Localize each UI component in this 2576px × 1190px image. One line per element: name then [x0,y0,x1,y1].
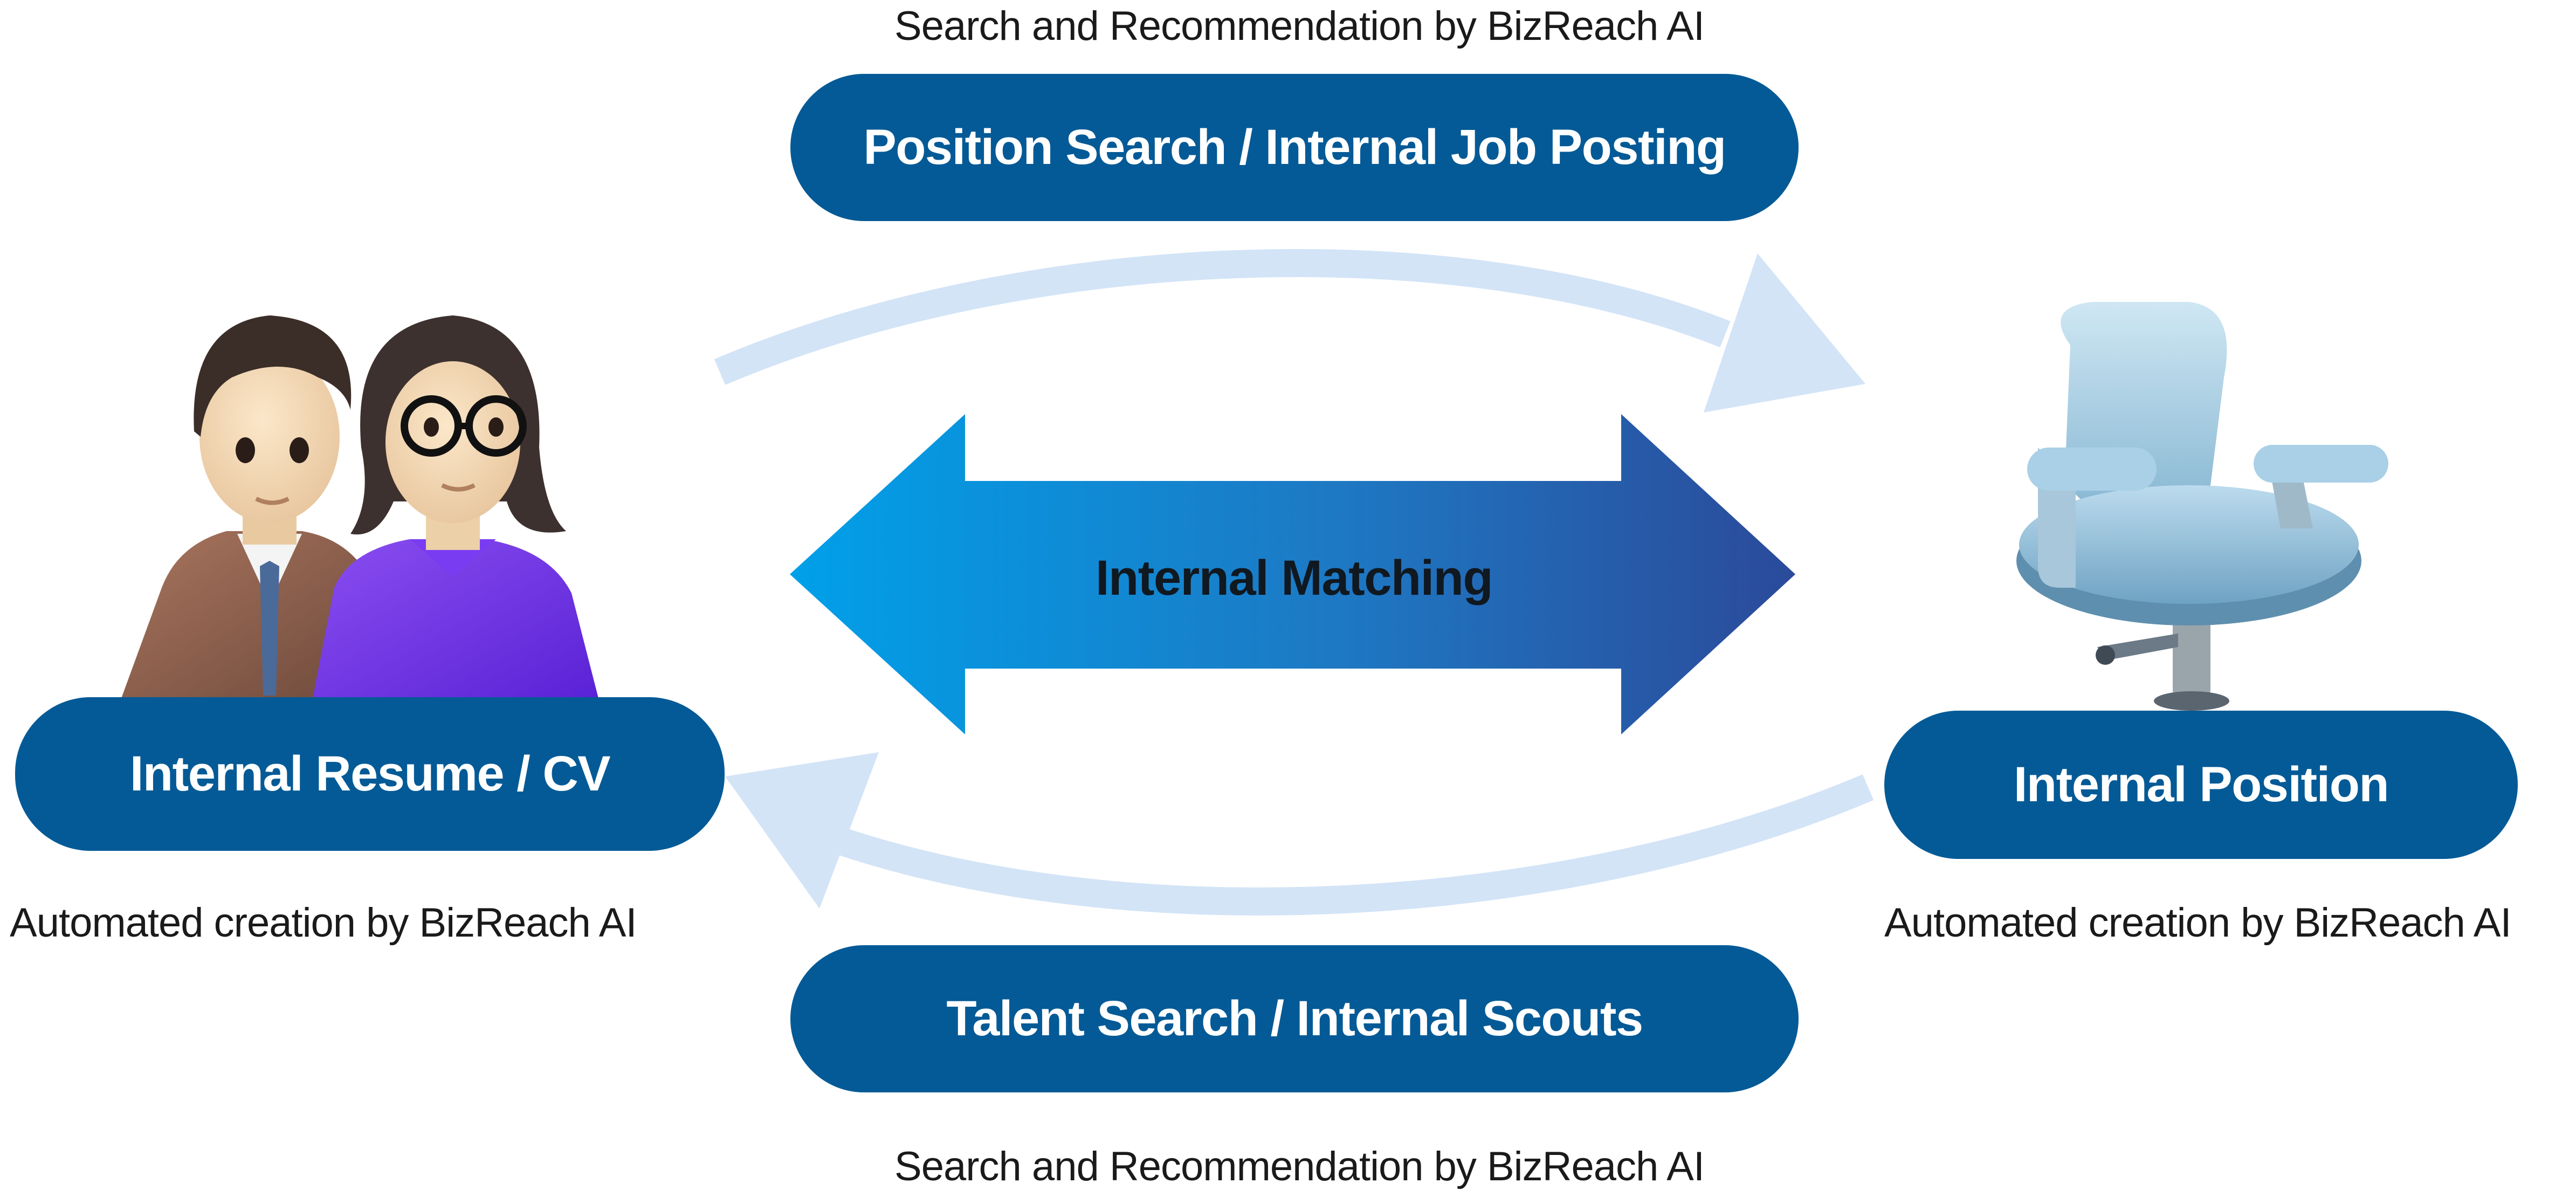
people-icon [121,315,598,698]
internal-matching-label: Internal Matching [1095,551,1493,606]
top-caption: Search and Recommendation by BizReach AI [894,3,1705,49]
talent-search-pill: Talent Search / Internal Scouts [790,945,1799,1092]
bottom-caption: Search and Recommendation by BizReach AI [894,1144,1705,1189]
internal-position-pill: Internal Position [1884,711,2518,859]
internal-resume-pill: Internal Resume / CV [15,697,725,851]
position-search-pill: Position Search / Internal Job Posting [790,74,1799,221]
left-caption: Automated creation by BizReach AI [10,900,637,946]
right-caption: Automated creation by BizReach AI [1884,900,2512,946]
curved-arrow-right [714,249,1865,412]
office-chair-icon [2016,302,2388,711]
curved-arrow-left [725,752,1874,916]
double-arrow [790,414,1795,734]
